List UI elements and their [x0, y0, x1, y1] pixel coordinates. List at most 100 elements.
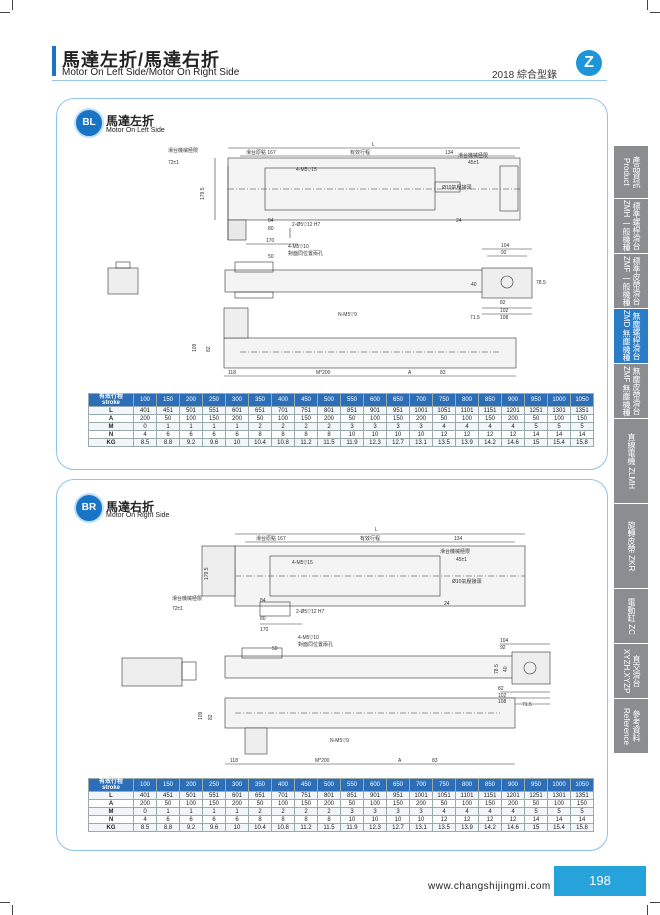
dim-mech-limit-right: 滑台機械極限 — [458, 152, 488, 159]
dim-80: 80 — [268, 226, 274, 232]
dim-179-5: 179.5 — [200, 187, 206, 200]
dim-n-m5: N-M5▽9 — [338, 312, 357, 318]
dim-pin: 2-Ø5▽12 H7 — [292, 222, 321, 228]
dim-82: 82 — [498, 686, 504, 692]
dim-109: 109 — [198, 711, 204, 720]
side-tab-zc[interactable]: 電動缸 ZC — [614, 589, 648, 644]
drawing-motor-right: L 滑台原點 167 有效行程 134 滑台機械極限 滑台機械極限 72±1 4… — [121, 527, 551, 765]
dim-L: L — [372, 142, 375, 148]
section-badge-br: BR — [74, 493, 104, 523]
side-tab-product[interactable]: 產品資訊 Product — [614, 146, 648, 199]
dim-home: 滑台原點 167 — [256, 535, 286, 542]
catalog-label: 2018 綜合型錄 — [492, 70, 558, 81]
dim-m5-10: 4-M5▽10 — [298, 635, 319, 641]
dim-m5-15: 4-M5▽15 — [296, 167, 317, 173]
dim-108: 108 — [500, 315, 509, 321]
dim-134: 134 — [454, 536, 463, 542]
dim-71-5: 71.5 — [470, 315, 480, 321]
dim-118: 118 — [228, 370, 236, 376]
section-subtitle: Motor On Left Side — [106, 127, 165, 134]
dim-24: 24 — [456, 218, 462, 224]
section-badge-bl: BL — [74, 108, 104, 138]
dim-mech-limit-left: 滑台機械極限 — [168, 147, 198, 154]
dim-170: 170 — [266, 238, 275, 244]
dim-83: 83 — [432, 758, 438, 764]
dim-84: 84 — [260, 598, 266, 604]
side-tab-zlmh[interactable]: 直線電機 ZLMH — [614, 419, 648, 504]
dim-mech-limit-right: 滑台機械極限 — [440, 548, 470, 555]
dim-80: 80 — [260, 616, 266, 622]
section-subtitle: Motor On Right Side — [106, 512, 170, 519]
dim-102: 102 — [500, 308, 509, 314]
dim-40: 40 — [471, 282, 477, 288]
side-tab-zmh[interactable]: 標準螺桿滑台ZMH 一般機種 — [614, 199, 648, 254]
side-tab-zkr[interactable]: 旋轉皮帶 ZKR — [614, 504, 648, 589]
dim-50: 50 — [268, 254, 274, 260]
dim-n-m5: N-M5▽9 — [330, 738, 349, 744]
side-tab-reference[interactable]: 參考資料 Reference — [614, 699, 648, 754]
dim-134: 134 — [445, 150, 454, 156]
dim-84: 84 — [268, 218, 274, 224]
section-title: 馬達右折 — [106, 500, 155, 514]
dim-78-5: 78.5 — [494, 664, 500, 674]
dim-m200: M*200 — [315, 758, 330, 764]
dim-82-h: 82 — [206, 346, 212, 352]
dim-opposite: 對面同位置兩孔 — [288, 250, 323, 257]
footer-url[interactable]: www.changshijingmi.com — [428, 881, 551, 892]
page-number: 198 — [554, 866, 646, 896]
dim-opposite: 對面同位置兩孔 — [298, 641, 333, 648]
side-tab-xyz[interactable]: 直交滑台 XYZH.XYZP — [614, 644, 648, 699]
dim-pin: 2-Ø5▽12 H7 — [296, 609, 325, 615]
side-tab-zmf-clean[interactable]: 無塵皮帶滑台ZMF 無塵機種 — [614, 364, 648, 419]
dim-A: A — [398, 758, 402, 764]
dim-stroke: 有效行程 — [350, 149, 370, 156]
page-title: 馬達左折/馬達右折 — [62, 50, 221, 70]
dim-connector: Ø10氣壓接頭 — [442, 184, 471, 191]
dim-71-5: 71.5 — [522, 702, 532, 708]
section-title: 馬達左折 — [106, 114, 155, 128]
dim-A: A — [408, 370, 412, 376]
dim-92: 92 — [500, 645, 506, 651]
dim-82-h: 82 — [208, 714, 214, 720]
dim-104: 104 — [501, 243, 510, 249]
title-accent-bar — [52, 46, 56, 76]
side-tab-zmd-active[interactable]: 無塵螺桿滑台ZMD 無塵機種 — [614, 309, 648, 364]
dim-102: 102 — [498, 693, 507, 699]
dim-118: 118 — [230, 758, 238, 764]
dim-92: 92 — [501, 250, 507, 256]
dim-50: 50 — [272, 646, 278, 652]
dim-83: 83 — [440, 370, 446, 376]
dim-connector: Ø10氣壓接頭 — [452, 578, 481, 585]
dim-L: L — [375, 527, 378, 533]
brand-logo-icon: Z — [576, 50, 602, 76]
dim-78-5: 78.5 — [536, 280, 546, 286]
dim-45: 45±1 — [468, 160, 479, 166]
drawing-motor-left: L 滑台原點 167 有效行程 134 滑台機械極限 滑台機械極限 72±1 4… — [107, 142, 546, 377]
dim-72: 72±1 — [172, 606, 183, 612]
page-subtitle: Motor On Left Side/Motor On Right Side — [62, 67, 240, 78]
dim-home: 滑台原點 167 — [246, 149, 276, 156]
side-tab-zmf[interactable]: 標準皮帶滑台ZMF 一般機種 — [614, 254, 648, 309]
dim-m200: M*200 — [316, 370, 331, 376]
dim-45: 45±1 — [456, 557, 467, 563]
dim-72: 72±1 — [168, 160, 179, 166]
dim-170: 170 — [260, 627, 269, 633]
dim-82: 82 — [500, 300, 506, 306]
dim-108: 108 — [498, 699, 507, 705]
dim-m5-15: 4-M5▽15 — [292, 560, 313, 566]
dim-m5-10: 4-M5▽10 — [288, 244, 309, 250]
